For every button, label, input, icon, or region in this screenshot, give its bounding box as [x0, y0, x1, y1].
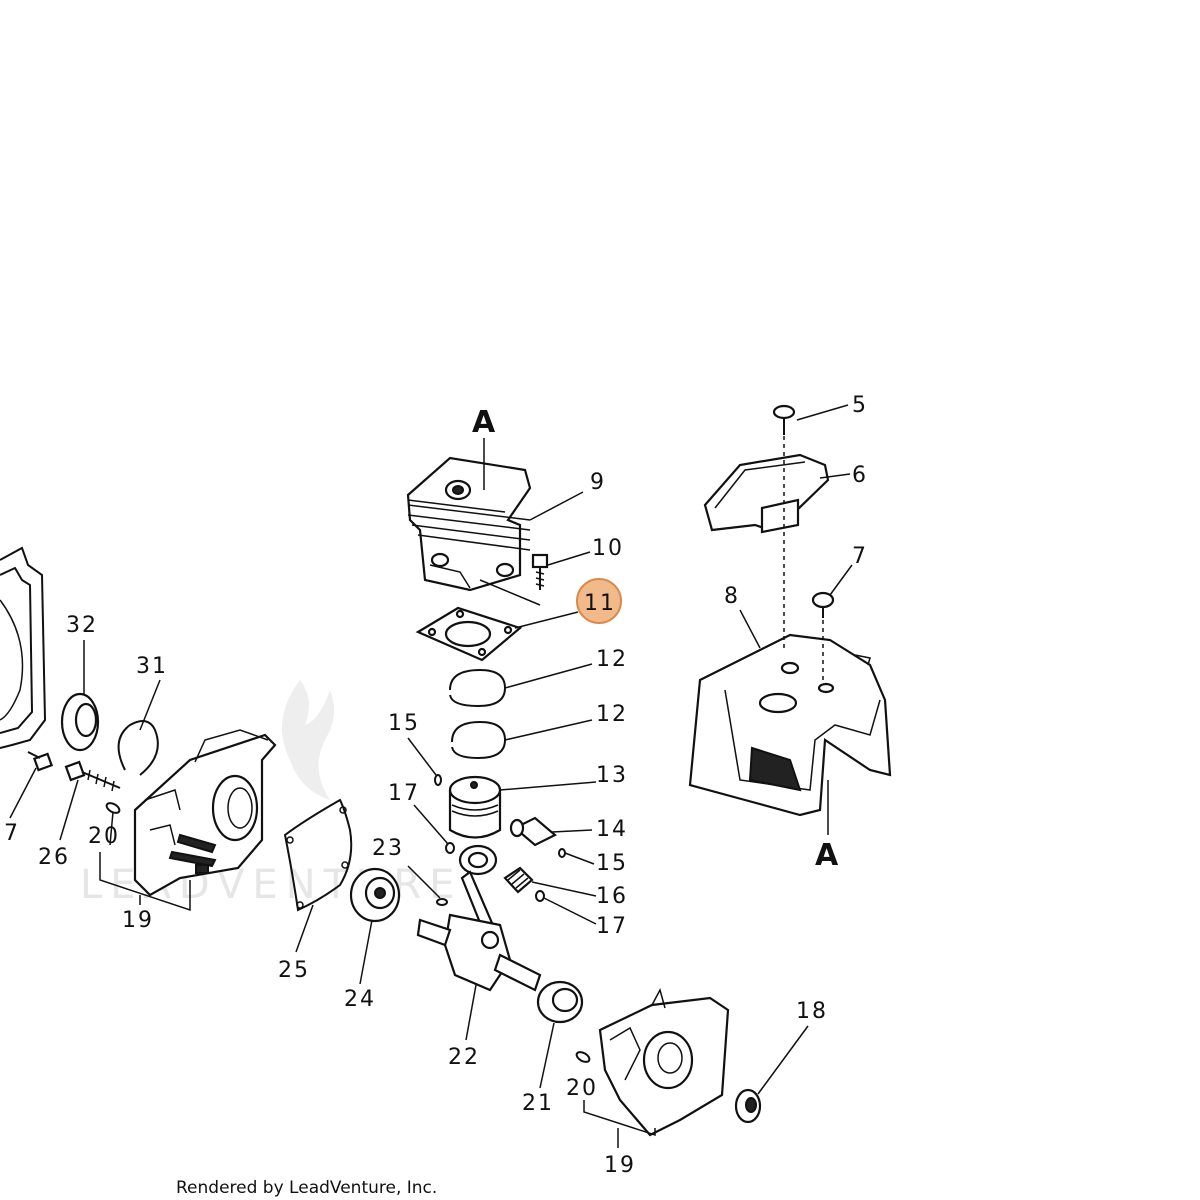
callout-12b[interactable]: 12 [596, 702, 628, 727]
callout-11[interactable]: 11 [584, 591, 616, 616]
dowel-pin-left-part [105, 802, 121, 814]
cylinder-part [406, 456, 532, 592]
callout-19a[interactable]: 19 [122, 908, 154, 933]
callout-22[interactable]: 22 [448, 1045, 480, 1070]
crankcase-left-part [133, 729, 277, 897]
callout-9[interactable]: 9 [590, 470, 606, 495]
callout-18[interactable]: 18 [796, 999, 828, 1024]
callout-labels: A A 5 6 7 8 9 10 11 12 12 13 14 15 15 16… [0, 393, 868, 1178]
bearing-24-part [349, 867, 401, 923]
callout-17a[interactable]: 17 [388, 781, 420, 806]
highlight-marker-outline [576, 578, 622, 624]
callout-23[interactable]: 23 [372, 836, 404, 861]
callout-5[interactable]: 5 [852, 393, 868, 418]
callout-8[interactable]: 8 [724, 584, 740, 609]
callout-24[interactable]: 24 [344, 987, 376, 1012]
handle-part [703, 453, 830, 534]
callout-19b[interactable]: 19 [604, 1153, 636, 1178]
callout-12a[interactable]: 12 [596, 647, 628, 672]
screw-7-part [811, 591, 835, 618]
footer-credit: Rendered by LeadVenture, Inc. [176, 1178, 438, 1198]
bolt-26-part [64, 760, 121, 792]
snap-ring-part [117, 720, 159, 776]
callout-17c[interactable]: 17 [0, 821, 20, 846]
callout-6[interactable]: 6 [852, 463, 868, 488]
screw-5-part [772, 404, 796, 435]
callout-10[interactable]: 10 [592, 536, 624, 561]
piston-pin-part [509, 816, 557, 847]
callout-25[interactable]: 25 [278, 958, 310, 983]
label-a-bottom: A [815, 838, 839, 873]
oil-seal-part [60, 692, 100, 752]
highlight-marker[interactable] [577, 579, 621, 623]
dowel-pin-right-part [575, 1051, 591, 1063]
callout-7[interactable]: 7 [852, 544, 868, 569]
callout-20a[interactable]: 20 [88, 824, 120, 849]
callout-14[interactable]: 14 [596, 817, 628, 842]
callout-16[interactable]: 16 [596, 884, 628, 909]
crankcase-gasket-part [283, 798, 353, 912]
cylinder-cover-part [688, 633, 892, 817]
crankshaft-part [416, 844, 542, 992]
label-a-top: A [472, 405, 496, 440]
crankcase-right-part [598, 987, 730, 1137]
piston-ring-parts [449, 668, 507, 760]
callout-15a[interactable]: 15 [388, 711, 420, 736]
crankcase-cover-part [0, 546, 47, 749]
piston-part [448, 775, 502, 839]
callout-32[interactable]: 32 [66, 613, 98, 638]
callout-15b[interactable]: 15 [596, 851, 628, 876]
callout-13[interactable]: 13 [596, 763, 628, 788]
key-part [436, 898, 448, 906]
gasket-part [415, 606, 523, 662]
leader-lines [9, 404, 853, 1148]
callout-20b[interactable]: 20 [566, 1076, 598, 1101]
callout-17b[interactable]: 17 [596, 914, 628, 939]
callout-21[interactable]: 21 [522, 1091, 554, 1116]
callout-26[interactable]: 26 [38, 845, 70, 870]
bolt-10-part [531, 553, 549, 590]
needle-bearing-part [503, 866, 534, 894]
bearing-21-part [536, 980, 584, 1024]
callout-31[interactable]: 31 [136, 654, 168, 679]
oil-seal-18-part [734, 1088, 762, 1124]
bolt-27-part [27, 751, 54, 772]
